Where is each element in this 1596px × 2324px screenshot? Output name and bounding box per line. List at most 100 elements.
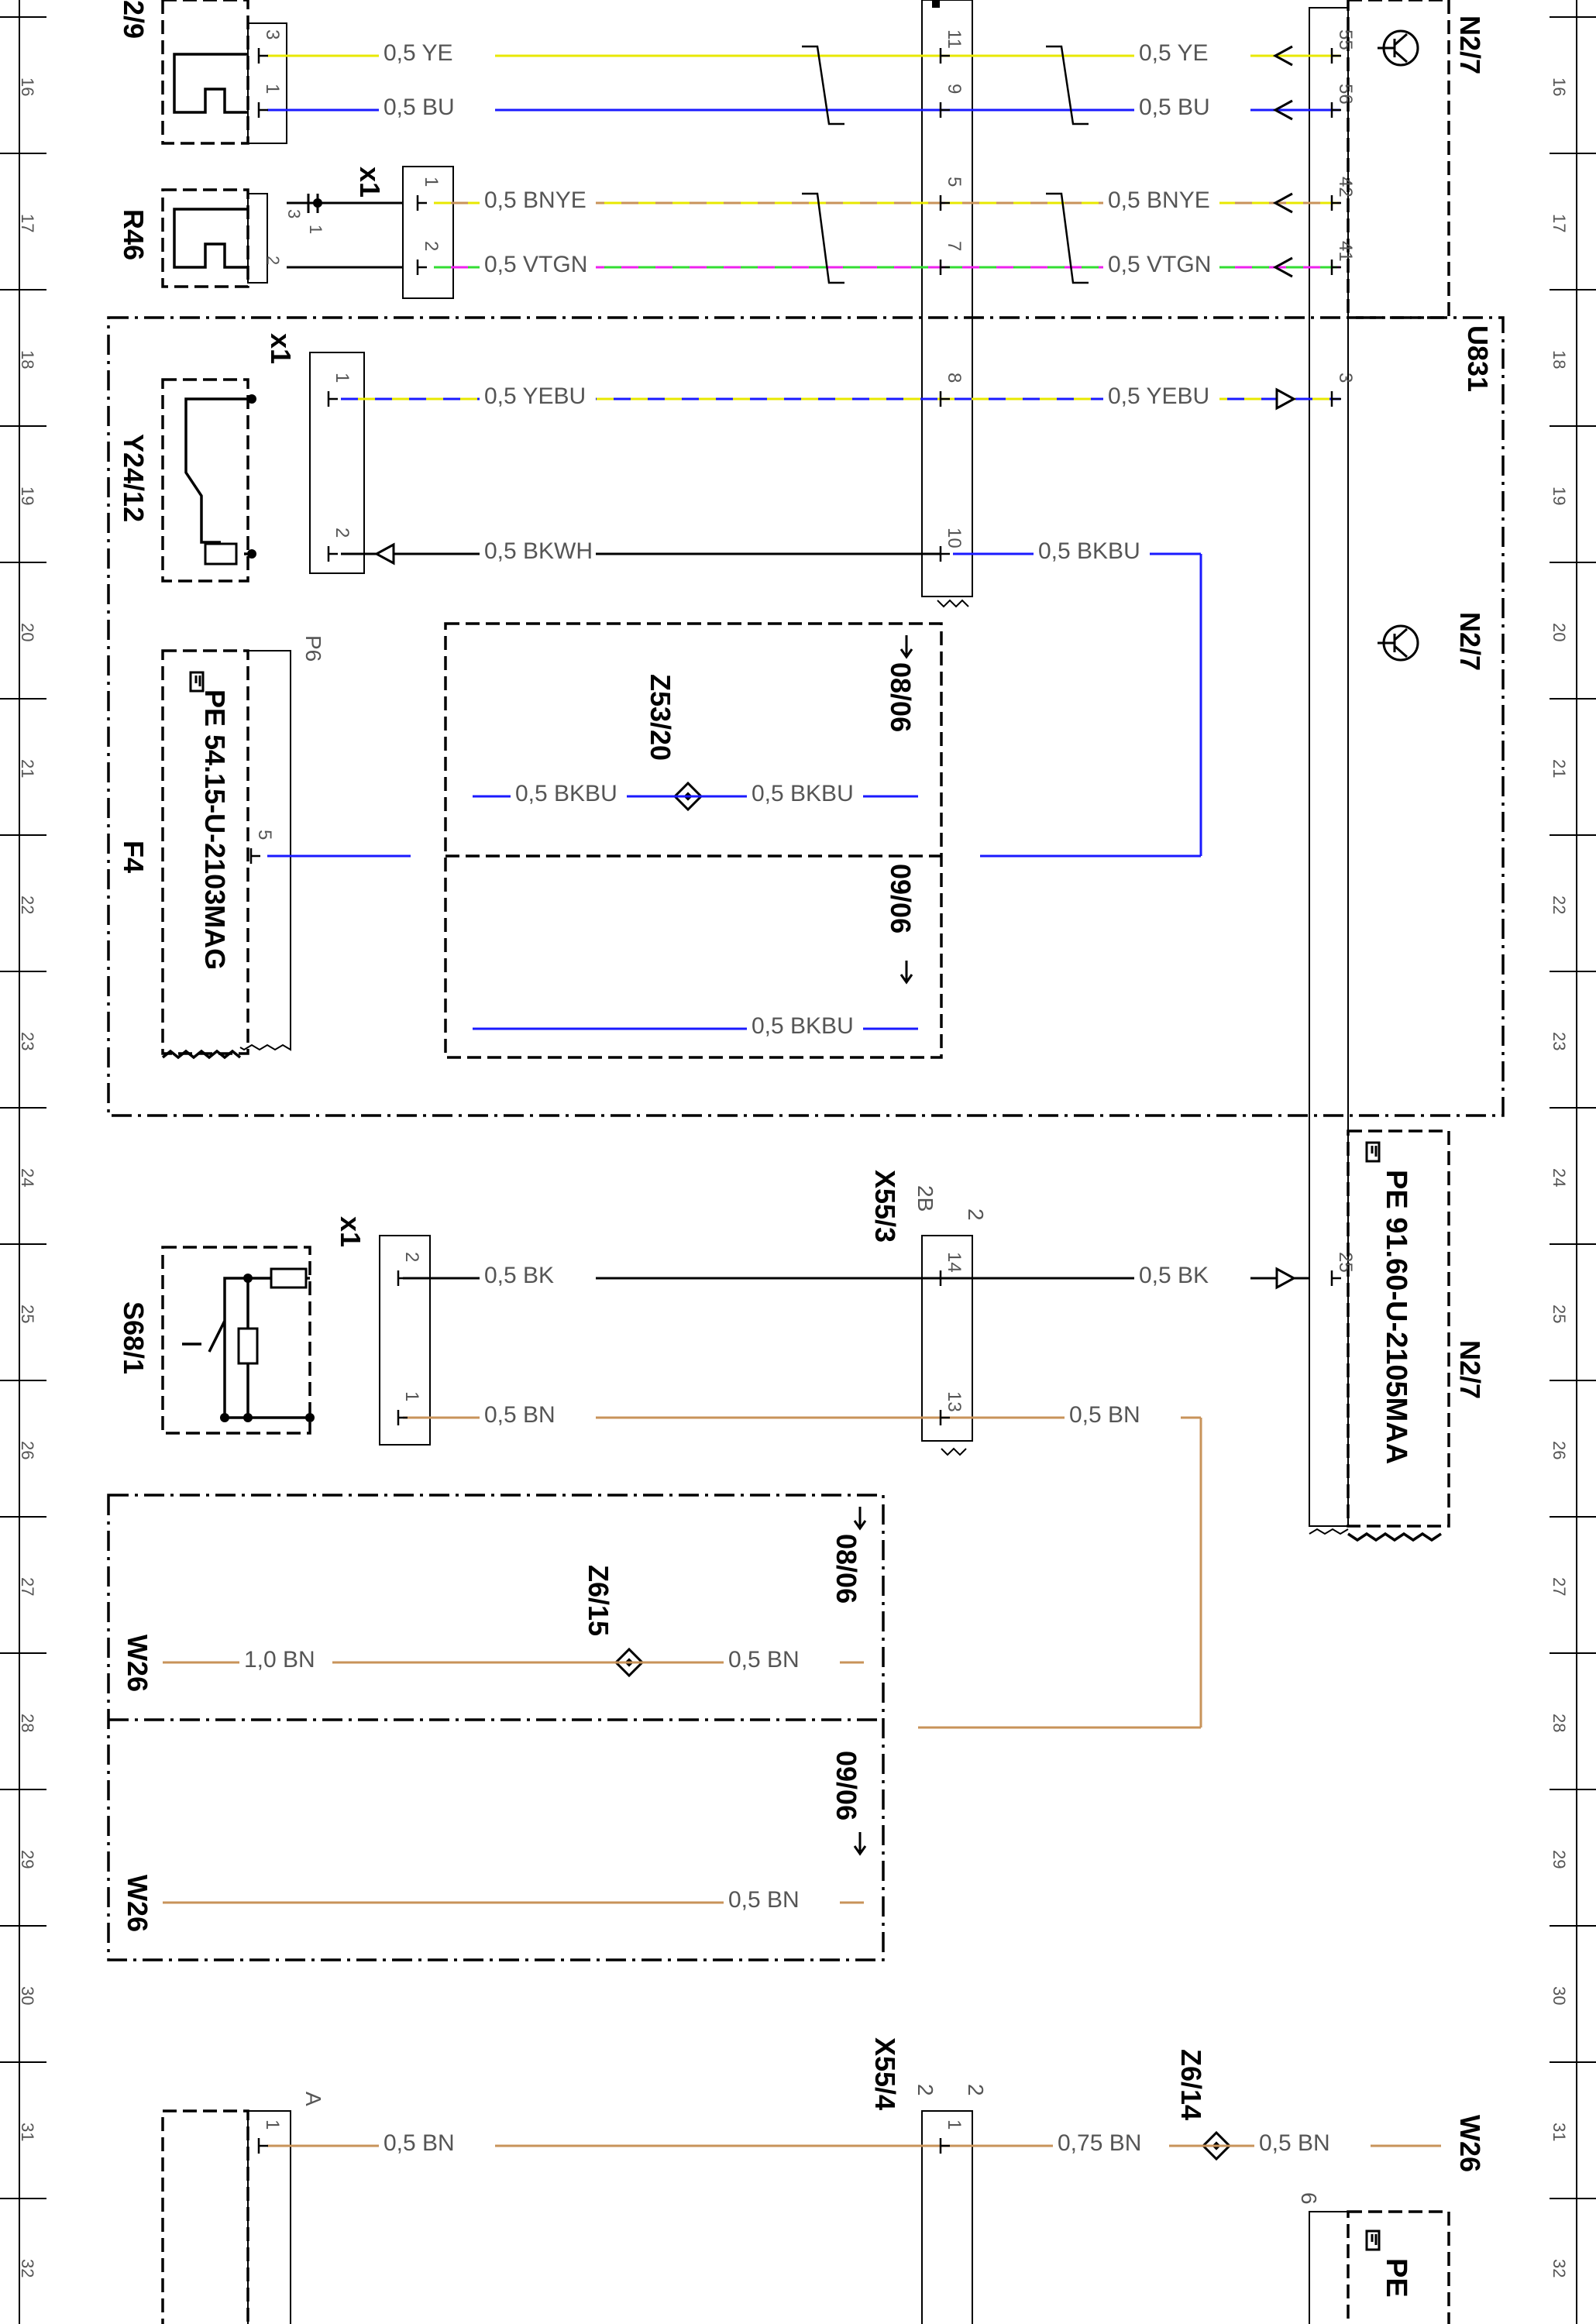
n27-module-dashed-bottom: [1347, 1129, 1450, 1528]
pin-terminal: [257, 102, 268, 118]
twisted-pair-mark: [802, 45, 844, 125]
connector-2-9: [247, 22, 287, 144]
wire-label: 0,5 BKBU: [1034, 537, 1150, 564]
pin-number: 8: [944, 373, 965, 383]
ruler-number: 26: [1550, 1441, 1569, 1459]
ruler-number: 29: [18, 1850, 37, 1868]
x553-pin-group: 2B: [913, 1185, 937, 1212]
f4-outline: [239, 650, 291, 1051]
variant-2-arrow: [853, 1507, 867, 1531]
ruler-number: 21: [1550, 759, 1569, 778]
wire-label: 0,75 BN: [1053, 2129, 1169, 2156]
pin-terminal: [257, 2138, 268, 2154]
wire-label: 0,5 BK: [1134, 1261, 1250, 1288]
y2412-label: Y24/12: [118, 434, 150, 522]
input-arrow: [1272, 99, 1293, 121]
pin-number: 1: [944, 2119, 965, 2130]
svg-text:0,5 BN: 0,5 BN: [484, 1402, 556, 1428]
pin-terminal: [397, 1270, 408, 1286]
pin-terminal: [1330, 391, 1341, 407]
pin-number: 55: [1335, 29, 1356, 50]
pin-terminal: [939, 2138, 950, 2154]
ruler-number: 28: [18, 1714, 37, 1732]
variant-block-2: [107, 1494, 885, 1961]
pin-number: 42: [1335, 177, 1356, 198]
pin-terminal: [416, 260, 427, 275]
pin-terminal: [939, 195, 950, 211]
svg-text:0,5 YEBU: 0,5 YEBU: [1108, 383, 1209, 409]
ruler-number: 27: [18, 1577, 37, 1596]
variant-2-top: 08/06: [831, 1534, 862, 1604]
ruler-number: 23: [1550, 1032, 1569, 1050]
junction: [243, 1413, 253, 1422]
pin-number: 41: [1335, 241, 1356, 262]
u831-region: [107, 316, 1505, 1117]
x1-label-c: x1: [335, 1216, 366, 1247]
ruler-number: 25: [1550, 1305, 1569, 1323]
x554-label: X55/4: [869, 2037, 901, 2110]
ruler-number: 29: [1550, 1850, 1569, 1868]
junction: [220, 1413, 229, 1422]
x553-connector: [921, 1235, 973, 1442]
wire-label: 0,5 BN: [379, 2129, 495, 2156]
bottom-right-box: [1347, 2210, 1450, 2324]
center-connector-break: [937, 599, 969, 608]
wire-label: 0,5 BKBU: [747, 779, 863, 806]
svg-text:0,5 BNYE: 0,5 BNYE: [484, 187, 586, 213]
pin-terminal: [1330, 195, 1341, 211]
connector-a-mark: A: [301, 2092, 325, 2106]
n27-label-mid: N2/7: [1454, 612, 1486, 671]
ruler-number: 24: [18, 1168, 37, 1187]
pin-number: 3: [284, 209, 304, 218]
ruler-number: 22: [1550, 896, 1569, 914]
variant-1-bot: 09/06: [885, 864, 917, 933]
n27-bottom-break: [1309, 1528, 1349, 1535]
output-arrow: [373, 542, 395, 566]
pin-terminal: [249, 848, 260, 864]
junction: [247, 549, 256, 559]
svg-text:0,5 BKBU: 0,5 BKBU: [515, 781, 617, 806]
x1-label-b: x1: [265, 333, 297, 364]
n27-label-top: N2/7: [1454, 15, 1486, 74]
ruler-number: 16: [1550, 77, 1569, 96]
wire-label: 0,5 BN: [480, 1401, 596, 1428]
svg-text:0,5 BN: 0,5 BN: [728, 1887, 800, 1913]
svg-text:0,5 YEBU: 0,5 YEBU: [484, 383, 586, 409]
wire-label: 1,0 BN: [239, 1645, 332, 1673]
center-connector-top-mark: [932, 0, 940, 8]
connector-p6-mark: P6: [301, 635, 325, 662]
wire-label: 0,5 YE: [1134, 39, 1250, 66]
s681-resistor: [270, 1267, 308, 1289]
n27-bottom-break-2: [1347, 1532, 1442, 1542]
junction: [313, 198, 322, 208]
ruler-number: 25: [18, 1305, 37, 1323]
hand-icon: [1365, 2229, 1381, 2251]
ruler-number: 16: [18, 77, 37, 96]
f4-break: [161, 1049, 242, 1060]
svg-text:0,5 BK: 0,5 BK: [484, 1263, 554, 1288]
r46-label: R46: [118, 209, 150, 260]
wire-label: 0,5 VTGN: [480, 250, 596, 277]
pe-ref-f4: PE 54.15-U-2103MAG: [199, 689, 231, 970]
pin-number: 2: [263, 256, 283, 265]
transistor-icon: [1378, 29, 1419, 67]
wire-label: 0,5 BK: [480, 1261, 596, 1288]
input-arrow: [1272, 45, 1293, 67]
pin-terminal: [939, 1270, 950, 1286]
component-2-9-label: 2/9: [118, 0, 150, 39]
hand-icon: [189, 671, 205, 693]
pin-terminal: [939, 391, 950, 407]
u831-label: U831: [1462, 325, 1494, 392]
y2412-coil: [204, 542, 238, 566]
twisted-pair-mark: [1046, 45, 1089, 125]
ruler-number: 23: [18, 1032, 37, 1050]
variant-block-1: [444, 622, 943, 1059]
pin-terminal: [939, 102, 950, 118]
svg-text:0,5 BK: 0,5 BK: [1139, 1263, 1209, 1288]
wire-label: 0,5 BNYE: [1103, 186, 1219, 213]
wire-label: 0,5 YEBU: [1103, 382, 1219, 409]
pin-terminal: [1330, 260, 1341, 275]
ruler-number: 20: [1550, 623, 1569, 641]
wire-label: 0,5 BN: [1065, 1401, 1181, 1428]
wire-label: 0,5 YE: [379, 39, 495, 66]
